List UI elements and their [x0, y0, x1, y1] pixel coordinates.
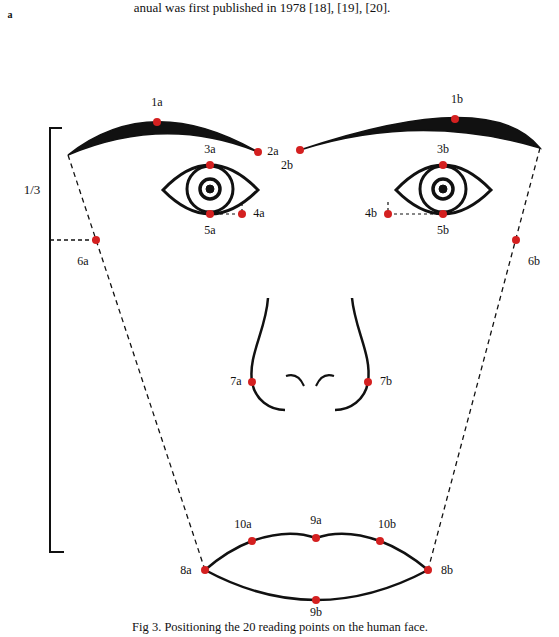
eye [163, 165, 258, 214]
reading-point [248, 378, 256, 386]
reading-point [206, 210, 214, 218]
point-label: 7b [380, 375, 392, 388]
point-label: 2b [281, 159, 293, 172]
point-label: 8b [441, 564, 453, 577]
point-label: 1a [151, 96, 162, 109]
reading-point [451, 115, 459, 123]
iris [420, 166, 466, 212]
reading-point [312, 596, 320, 604]
point-label: 8a [180, 564, 191, 577]
bracket [50, 128, 64, 552]
eyebrow [68, 122, 258, 155]
reading-point [201, 566, 209, 574]
running-text: anual was first published in 1978 [18], … [134, 1, 391, 15]
figure-caption: Fig 3. Positioning the 20 reading points… [132, 621, 428, 635]
upper-lip [205, 534, 428, 570]
face-outline [50, 117, 540, 600]
point-label: 7a [230, 375, 241, 388]
nostril [316, 375, 334, 386]
reading-points [92, 115, 520, 604]
point-label: 9b [310, 606, 322, 619]
nose-line [251, 298, 285, 410]
reading-point [439, 161, 447, 169]
reading-point [364, 378, 372, 386]
nostril [286, 375, 304, 386]
lower-lip [205, 570, 428, 600]
point-label: 6a [77, 255, 88, 268]
point-label: 10a [234, 518, 251, 531]
eye [396, 165, 491, 214]
face-contour-line [428, 148, 540, 570]
reading-point [238, 210, 246, 218]
reading-point [512, 236, 520, 244]
reading-point [376, 537, 384, 545]
pupil [206, 185, 214, 193]
reading-point [206, 161, 214, 169]
reading-point [254, 148, 262, 156]
point-label: 10b [378, 518, 396, 531]
reading-point [312, 534, 320, 542]
pupil-ring [200, 179, 220, 199]
point-label: 4a [253, 207, 264, 220]
iris [187, 166, 233, 212]
point-label: 6b [528, 255, 540, 268]
face-contour-line [68, 155, 205, 570]
leader-line [50, 239, 96, 240]
reading-point [439, 210, 447, 218]
point-label: 3b [437, 143, 449, 156]
leader-line [388, 200, 439, 214]
iris [420, 166, 466, 212]
pupil [439, 185, 447, 193]
reading-point [296, 146, 304, 154]
point-label: 9a [310, 514, 321, 527]
pupil-ring [433, 179, 453, 199]
reading-point [384, 210, 392, 218]
point-label: 5a [204, 224, 215, 237]
leader-line [214, 200, 242, 214]
point-label: 3a [204, 143, 215, 156]
point-label: 1b [451, 93, 463, 106]
iris [187, 166, 233, 212]
panel-letter: a [8, 9, 13, 20]
reading-point [153, 118, 161, 126]
proportion-label: 1/3 [24, 183, 41, 197]
reading-point [424, 566, 432, 574]
point-label: 2a [267, 145, 278, 158]
eyebrow [300, 117, 540, 150]
reading-point [92, 236, 100, 244]
nose-line [335, 298, 369, 410]
point-label: 5b [437, 224, 449, 237]
reading-point [248, 537, 256, 545]
point-label: 4b [365, 207, 377, 220]
